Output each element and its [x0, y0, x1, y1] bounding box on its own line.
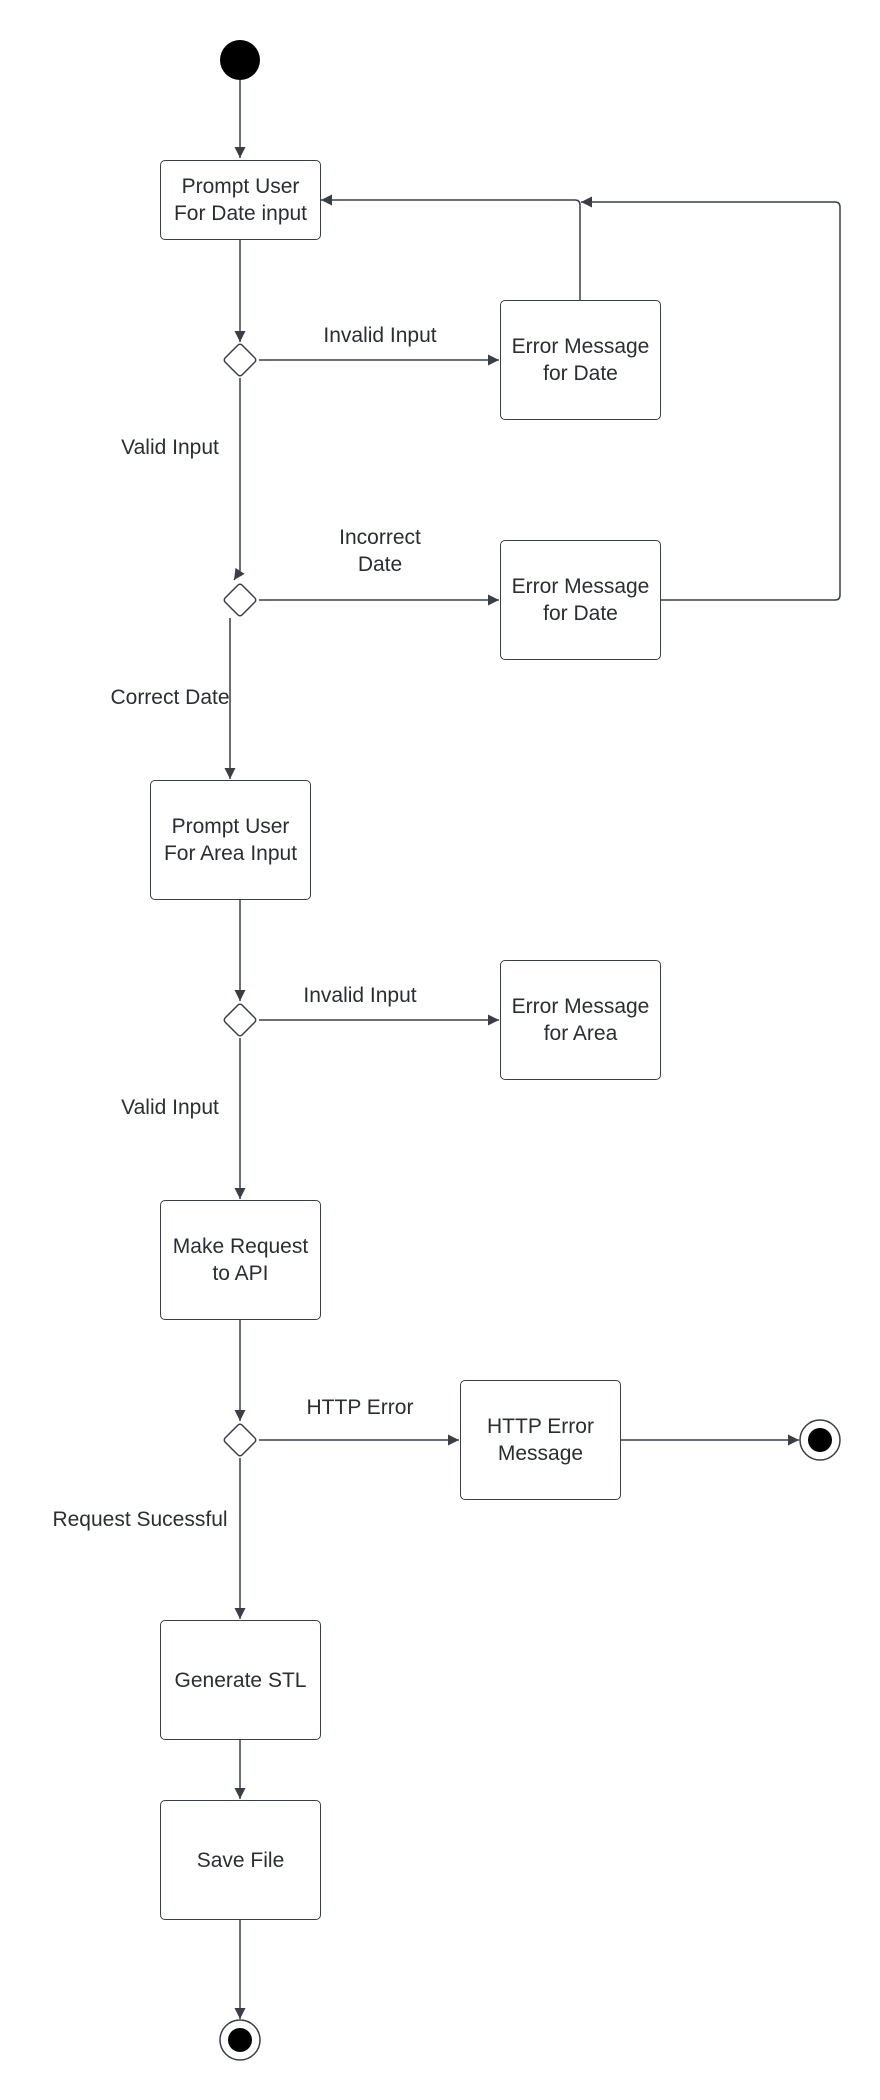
- node-save-file: Save File: [160, 1800, 321, 1920]
- decision-date-correct: [223, 583, 257, 617]
- label-correct-date: Correct Date: [110, 686, 230, 709]
- start-node: [220, 40, 260, 80]
- edge-error-date-1-to-prompt-date: [321, 194, 581, 300]
- label-valid-input-date: Valid Input: [121, 436, 219, 459]
- label-request-successful: Request Sucessful: [52, 1508, 228, 1531]
- node-error-date-1: Error Message for Date: [500, 300, 661, 420]
- label-http-error: HTTP Error: [306, 1396, 414, 1419]
- decision-date-valid: [223, 343, 257, 377]
- node-error-date-2: Error Message for Date: [500, 540, 661, 660]
- label-incorrect-date: Incorrect Date: [339, 526, 421, 576]
- node-generate-stl: Generate STL: [160, 1620, 321, 1740]
- label-valid-input-area: Valid Input: [121, 1096, 219, 1119]
- label-invalid-input-area: Invalid Input: [303, 984, 417, 1007]
- decision-area-valid: [223, 1003, 257, 1037]
- end-node: [219, 2019, 261, 2061]
- edge-error-date-2-to-prompt-date: [581, 196, 841, 601]
- node-prompt-area: Prompt User For Area Input: [150, 780, 311, 900]
- node-error-area: Error Message for Area: [500, 960, 661, 1080]
- edge-decision-1-to-decision-2: [233, 378, 245, 581]
- node-http-error: HTTP Error Message: [460, 1380, 621, 1500]
- node-make-request: Make Request to API: [160, 1200, 321, 1320]
- decision-request-success: [223, 1423, 257, 1457]
- node-prompt-date: Prompt User For Date input: [160, 160, 321, 240]
- label-invalid-input-date: Invalid Input: [323, 324, 437, 347]
- end-node-http-error: [799, 1419, 841, 1461]
